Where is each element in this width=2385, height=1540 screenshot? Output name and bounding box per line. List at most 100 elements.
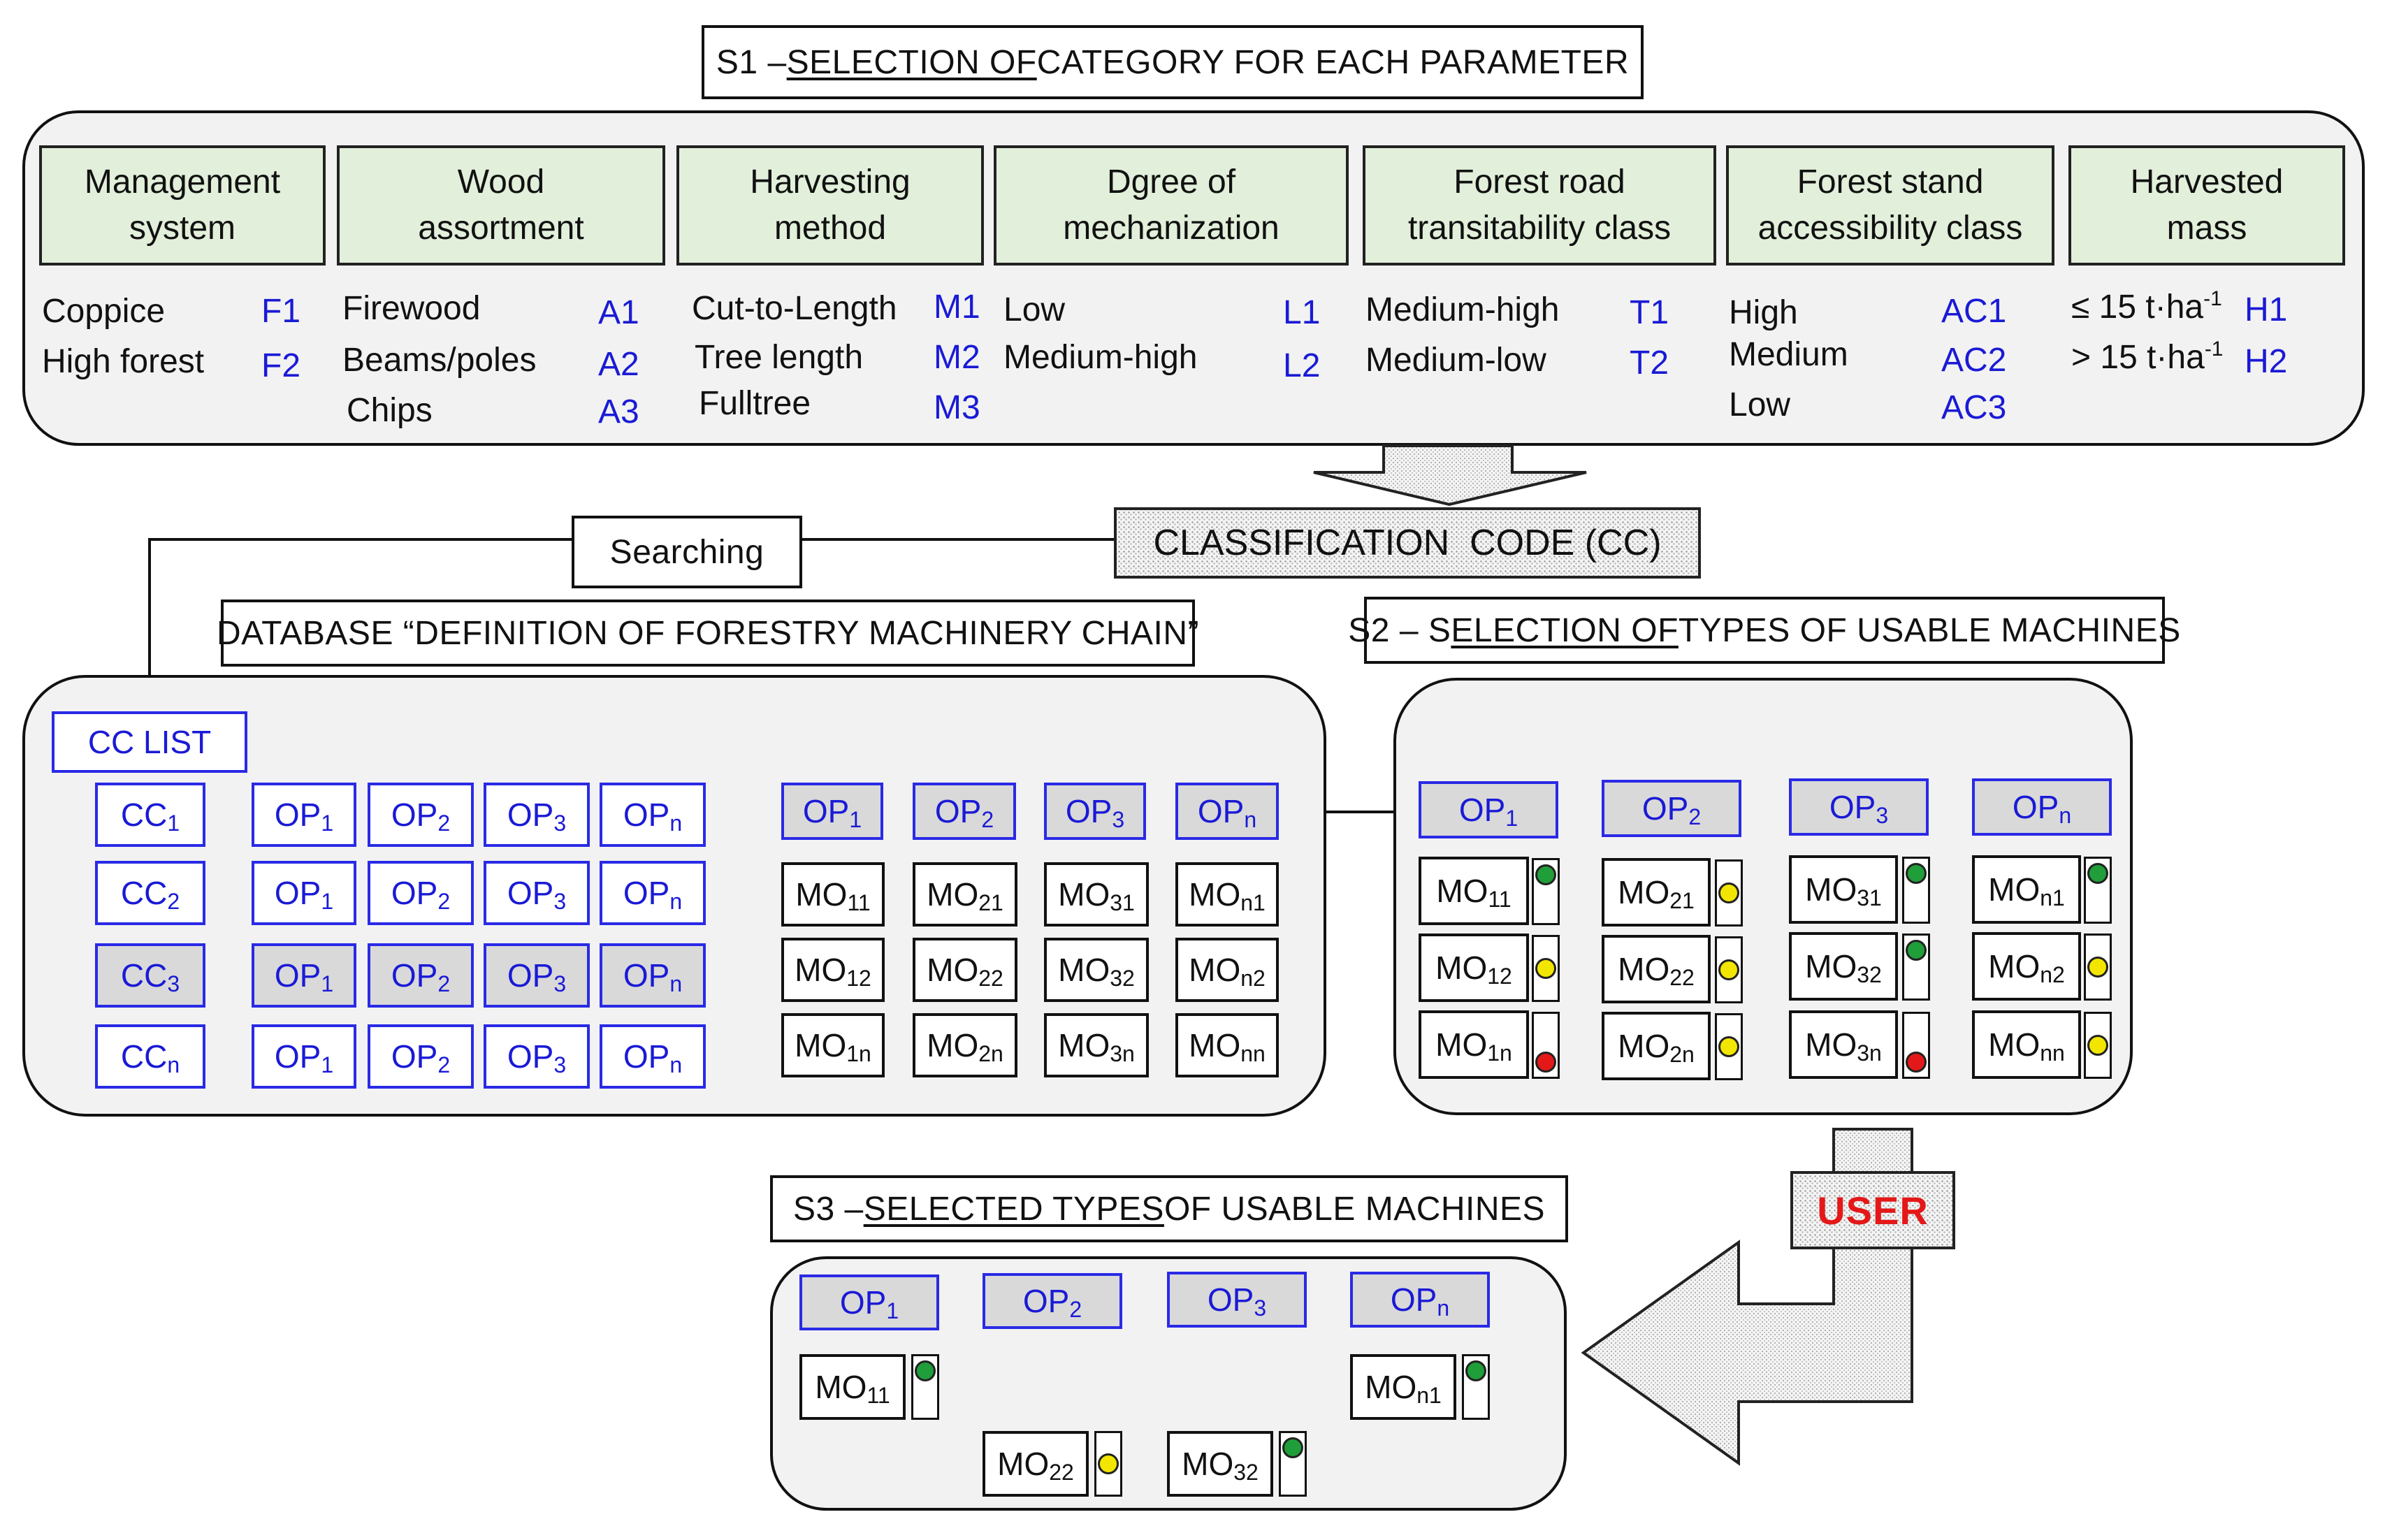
option-code: AC1 (1941, 293, 2007, 330)
mo-sub: nn (2040, 1040, 2065, 1066)
mo-sub: 1n (846, 1040, 871, 1066)
classification-code-label: CLASSIFICATION CODE (CC) (1153, 523, 1662, 563)
op-sub: 1 (1505, 805, 1518, 831)
database-title-text: DATABASE “DEFINITION OF FORESTRY MACHINE… (217, 614, 1199, 652)
green-indicator-icon (1465, 1360, 1486, 1381)
header-line: transitability class (1407, 210, 1672, 247)
s1-title-prefix: S1 – (716, 43, 787, 81)
mo-base: MO (1805, 948, 1857, 985)
mo-base: MO (1058, 876, 1110, 913)
green-indicator-icon (1906, 940, 1927, 961)
header-line: mass (2166, 210, 2247, 247)
option-label-harvested-mass-2: > 15 t·ha-1 (2071, 337, 2224, 377)
status-light (1532, 935, 1560, 1002)
classification-code-box: CLASSIFICATION CODE (CC) (1114, 507, 1701, 579)
mo-base: MO (1189, 952, 1241, 988)
op-sub: n (669, 810, 683, 836)
cc-item-base: CC (120, 1038, 168, 1075)
op-sub: 2 (437, 888, 451, 914)
mo-sub: 32 (1110, 965, 1135, 991)
op-sub: 1 (321, 810, 334, 836)
mo-sub: 32 (1857, 961, 1882, 987)
mo-base: MO (1058, 1027, 1110, 1063)
mo-base: MO (927, 952, 979, 988)
searching-label-box: Searching (572, 516, 802, 588)
option-code: A3 (598, 393, 639, 430)
op-sub: 1 (321, 1052, 334, 1077)
status-light (1532, 858, 1560, 925)
op-sub: 3 (1254, 1295, 1267, 1321)
header-line: Dgree of (1106, 164, 1236, 201)
mo-base: MO (1189, 1027, 1241, 1063)
cc-item-sub: n (167, 1052, 180, 1077)
mo-sub: 12 (846, 965, 871, 991)
op-base: OP (839, 1284, 887, 1321)
status-light (1902, 1012, 1930, 1079)
green-indicator-icon (915, 1360, 936, 1381)
option-code: M3 (934, 389, 980, 426)
cc-item-sub: 3 (167, 971, 180, 996)
mo-base: MO (1618, 951, 1670, 987)
mo-sub: 22 (1669, 964, 1695, 990)
mo-sub: 22 (1049, 1459, 1074, 1485)
mo-sub: 2n (1669, 1041, 1695, 1067)
s3-title-suffix: OF USABLE MACHINES (1163, 1190, 1546, 1228)
mo-sub: n2 (1240, 965, 1266, 991)
op-base: OP (623, 875, 670, 911)
option-label: High (1729, 294, 1798, 331)
option-label: Beams/poles (342, 342, 537, 379)
mo-sub: n1 (1416, 1382, 1442, 1408)
cc-list-header: CC LIST (52, 711, 247, 773)
mo-base: MO (815, 1369, 867, 1405)
op-base: OP (623, 957, 670, 994)
op-base: OP (623, 797, 670, 833)
cc-item-sub: 1 (167, 810, 180, 836)
status-light (1902, 934, 1930, 1001)
down-arrow-to-cc (1313, 444, 1587, 507)
option-code: A2 (598, 346, 639, 383)
op-sub: 2 (437, 810, 451, 836)
green-indicator-icon (1535, 864, 1556, 885)
op-sub: 2 (1688, 804, 1702, 829)
mo-sub: 2n (978, 1040, 1003, 1066)
mo-base: MO (1435, 1026, 1488, 1063)
option-label-text: > 15 t·ha (2071, 339, 2205, 376)
header-line: Management (84, 164, 281, 201)
option-code: H2 (2245, 343, 2288, 380)
status-light (2084, 857, 2112, 924)
option-code: F2 (261, 347, 301, 384)
op-base: OP (391, 875, 438, 911)
op-base: OP (1197, 793, 1245, 829)
op-base: OP (1065, 793, 1112, 829)
mo-base: MO (1618, 874, 1670, 910)
option-label: Tree length (695, 339, 864, 376)
cc-item-base: CC (120, 875, 168, 911)
op-base: OP (274, 797, 321, 833)
yellow-indicator-icon (1535, 958, 1556, 979)
op-sub: 1 (886, 1298, 899, 1323)
op-sub: 1 (849, 806, 862, 832)
option-code: M1 (934, 289, 980, 326)
